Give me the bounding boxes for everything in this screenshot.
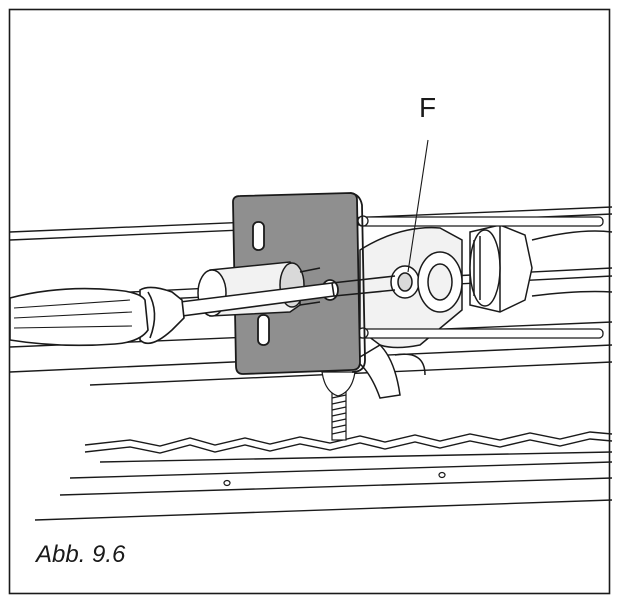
pipe-nut-icon bbox=[469, 224, 613, 313]
screwdriver-icon bbox=[9, 275, 396, 347]
callout-leader-line bbox=[407, 139, 429, 273]
threaded-bolt-icon bbox=[321, 371, 356, 441]
mounting-holes bbox=[223, 471, 446, 487]
callout-label-f: F bbox=[419, 92, 436, 123]
serrated-profile bbox=[34, 431, 613, 521]
figure-caption: Abb. 9.6 bbox=[34, 541, 126, 568]
valve-housing bbox=[353, 226, 463, 399]
